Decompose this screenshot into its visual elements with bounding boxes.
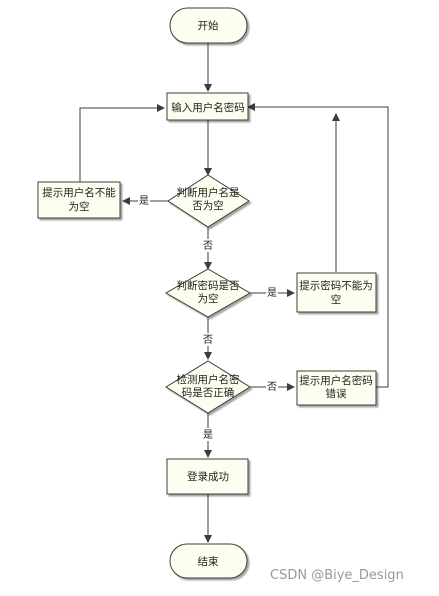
- watermark: CSDN @Biye_Design: [270, 568, 404, 583]
- success-process-box: [166, 458, 249, 495]
- check-pwd-empty-label-1: 判断密码是否: [177, 279, 240, 292]
- tip-pwd-empty-label-2: 空: [331, 293, 342, 306]
- edge-tiperror-input: [247, 103, 389, 388]
- edge-label-no-pwd-empty: 否: [203, 334, 213, 346]
- tip-error-label-2: 错误: [326, 387, 347, 400]
- check-user-empty-label-2: 否为空: [192, 199, 224, 212]
- start-terminator: [169, 7, 248, 44]
- edge-tipuser-input: [79, 104, 165, 182]
- check-user-empty-label-1: 判断用户名是: [177, 186, 240, 199]
- tip-pwd-empty-label-1: 提示密码不能为: [299, 279, 373, 292]
- check-pwd-empty-decision: [164, 268, 252, 318]
- input-process-box: [166, 92, 249, 121]
- tip-user-empty-box: [37, 181, 121, 219]
- check-correct-label-1: 检测用户名密: [177, 373, 240, 386]
- end-terminator: [169, 543, 248, 579]
- edge-label-no-correct: 否: [267, 381, 277, 393]
- tip-user-empty-label-1: 提示用户名不能: [42, 186, 116, 199]
- input-label: 输入用户名密码: [171, 101, 245, 114]
- check-correct-decision: [165, 360, 251, 414]
- start-label: 开始: [198, 19, 219, 32]
- success-label: 登录成功: [187, 470, 229, 483]
- tip-pwd-empty-box: [296, 272, 377, 313]
- check-correct-label-2: 码是否正确: [182, 386, 235, 399]
- tip-user-empty-label-2: 为空: [69, 200, 90, 213]
- edge-label-yes-correct: 是: [203, 429, 213, 441]
- check-pwd-empty-label-2: 为空: [198, 292, 219, 305]
- edge-label-no-user-empty: 否: [203, 240, 213, 252]
- check-user-empty-decision: [167, 174, 250, 228]
- edge-label-yes-user-empty: 是: [139, 195, 149, 207]
- end-label: 结束: [198, 555, 219, 568]
- tip-error-label-1: 提示用户名密码: [299, 374, 373, 387]
- tip-error-box: [296, 370, 377, 406]
- edge-label-yes-pwd-empty: 是: [267, 287, 277, 299]
